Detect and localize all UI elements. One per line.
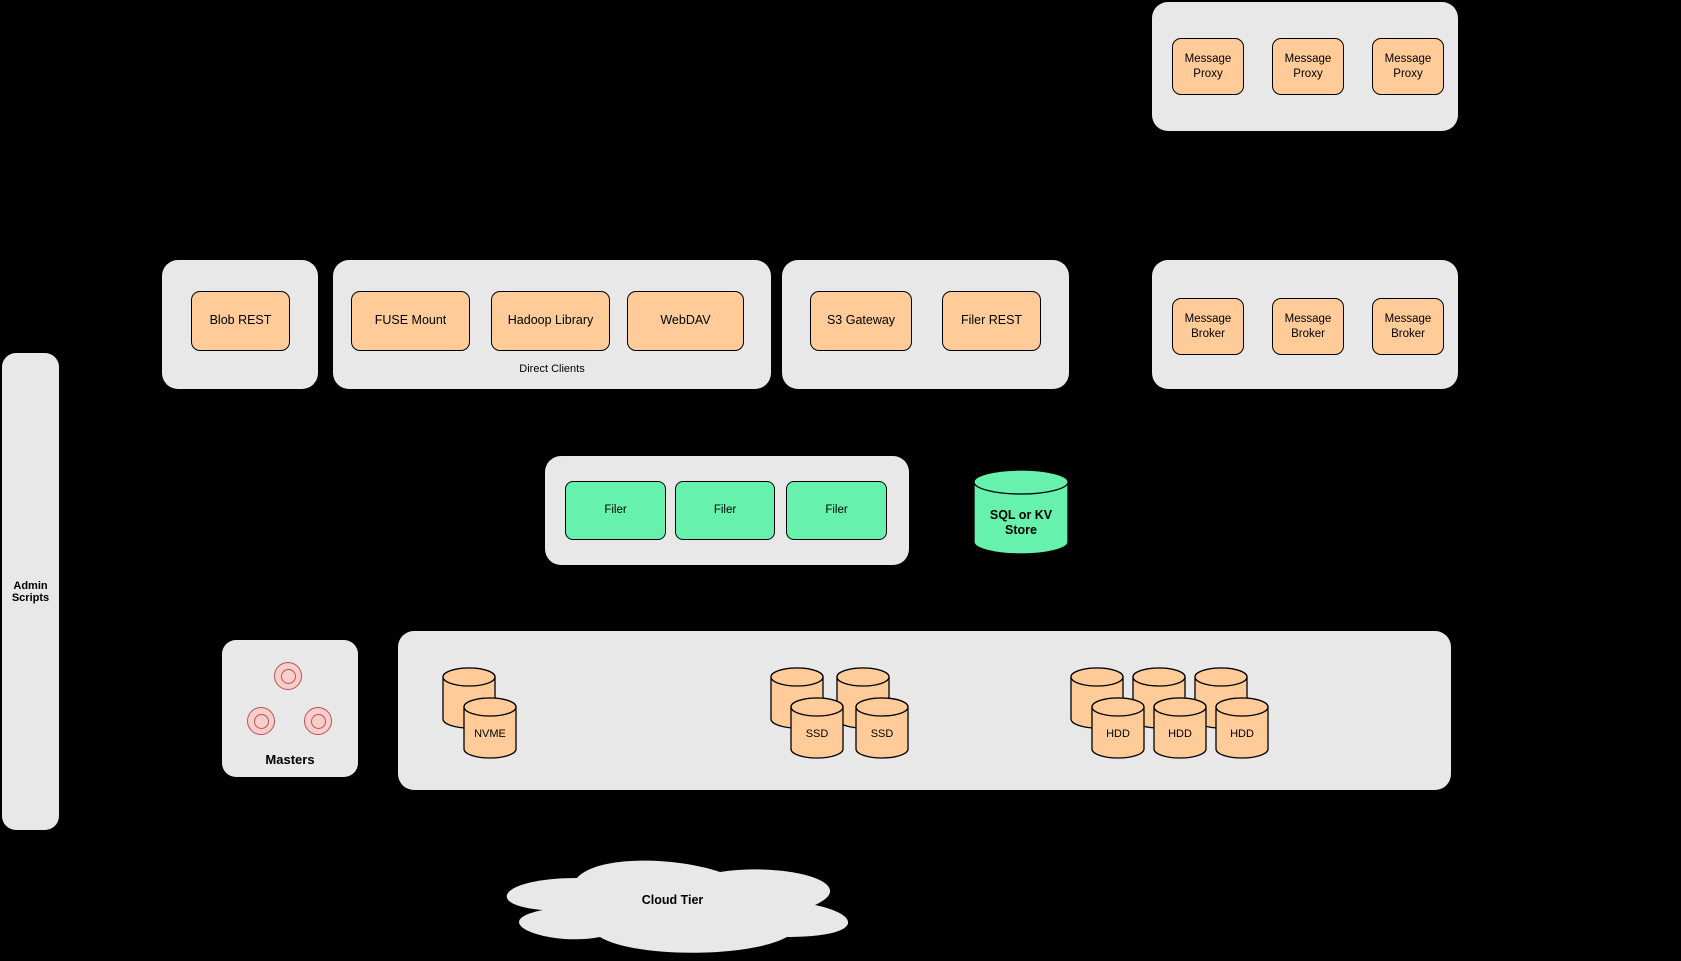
hdd-label: HDD xyxy=(1106,728,1130,740)
admin-scripts-panel: Admin Scripts xyxy=(2,353,59,830)
volume-servers-panel xyxy=(398,631,1451,790)
master-node-circle xyxy=(274,662,302,690)
cloud-tier-shape xyxy=(506,860,849,953)
hdd-label: HDD xyxy=(1230,728,1254,740)
message-proxy-node: Message Proxy xyxy=(1172,38,1244,95)
filer-node: Filer xyxy=(786,481,887,540)
master-node-circle xyxy=(304,707,332,735)
blob-rest-node: Blob REST xyxy=(191,291,290,351)
filer-node: Filer xyxy=(675,481,775,540)
message-broker-node: Message Broker xyxy=(1372,298,1444,355)
admin-scripts-label: Admin Scripts xyxy=(11,579,50,604)
message-proxy-node: Message Proxy xyxy=(1372,38,1444,95)
webdav-node: WebDAV xyxy=(627,291,744,351)
message-broker-node: Message Broker xyxy=(1272,298,1344,355)
ssd-label: SSD xyxy=(805,728,829,740)
hadoop-library-node: Hadoop Library xyxy=(491,291,610,351)
master-node-circle xyxy=(247,707,275,735)
sql-kv-store-label: SQL or KV Store xyxy=(989,508,1053,537)
message-broker-node: Message Broker xyxy=(1172,298,1244,355)
sql-kv-store-cylinder xyxy=(973,469,1069,555)
filer-rest-node: Filer REST xyxy=(942,291,1041,351)
s3-gateway-node: S3 Gateway xyxy=(810,291,912,351)
direct-clients-label: Direct Clients xyxy=(519,363,585,375)
fuse-mount-node: FUSE Mount xyxy=(351,291,470,351)
filer-node: Filer xyxy=(565,481,666,540)
nvme-label: NVME xyxy=(474,728,506,740)
masters-label: Masters xyxy=(265,752,315,767)
ssd-label: SSD xyxy=(870,728,894,740)
cloud-tier-label: Cloud Tier xyxy=(641,893,704,907)
hdd-label: HDD xyxy=(1168,728,1192,740)
message-proxy-node: Message Proxy xyxy=(1272,38,1344,95)
